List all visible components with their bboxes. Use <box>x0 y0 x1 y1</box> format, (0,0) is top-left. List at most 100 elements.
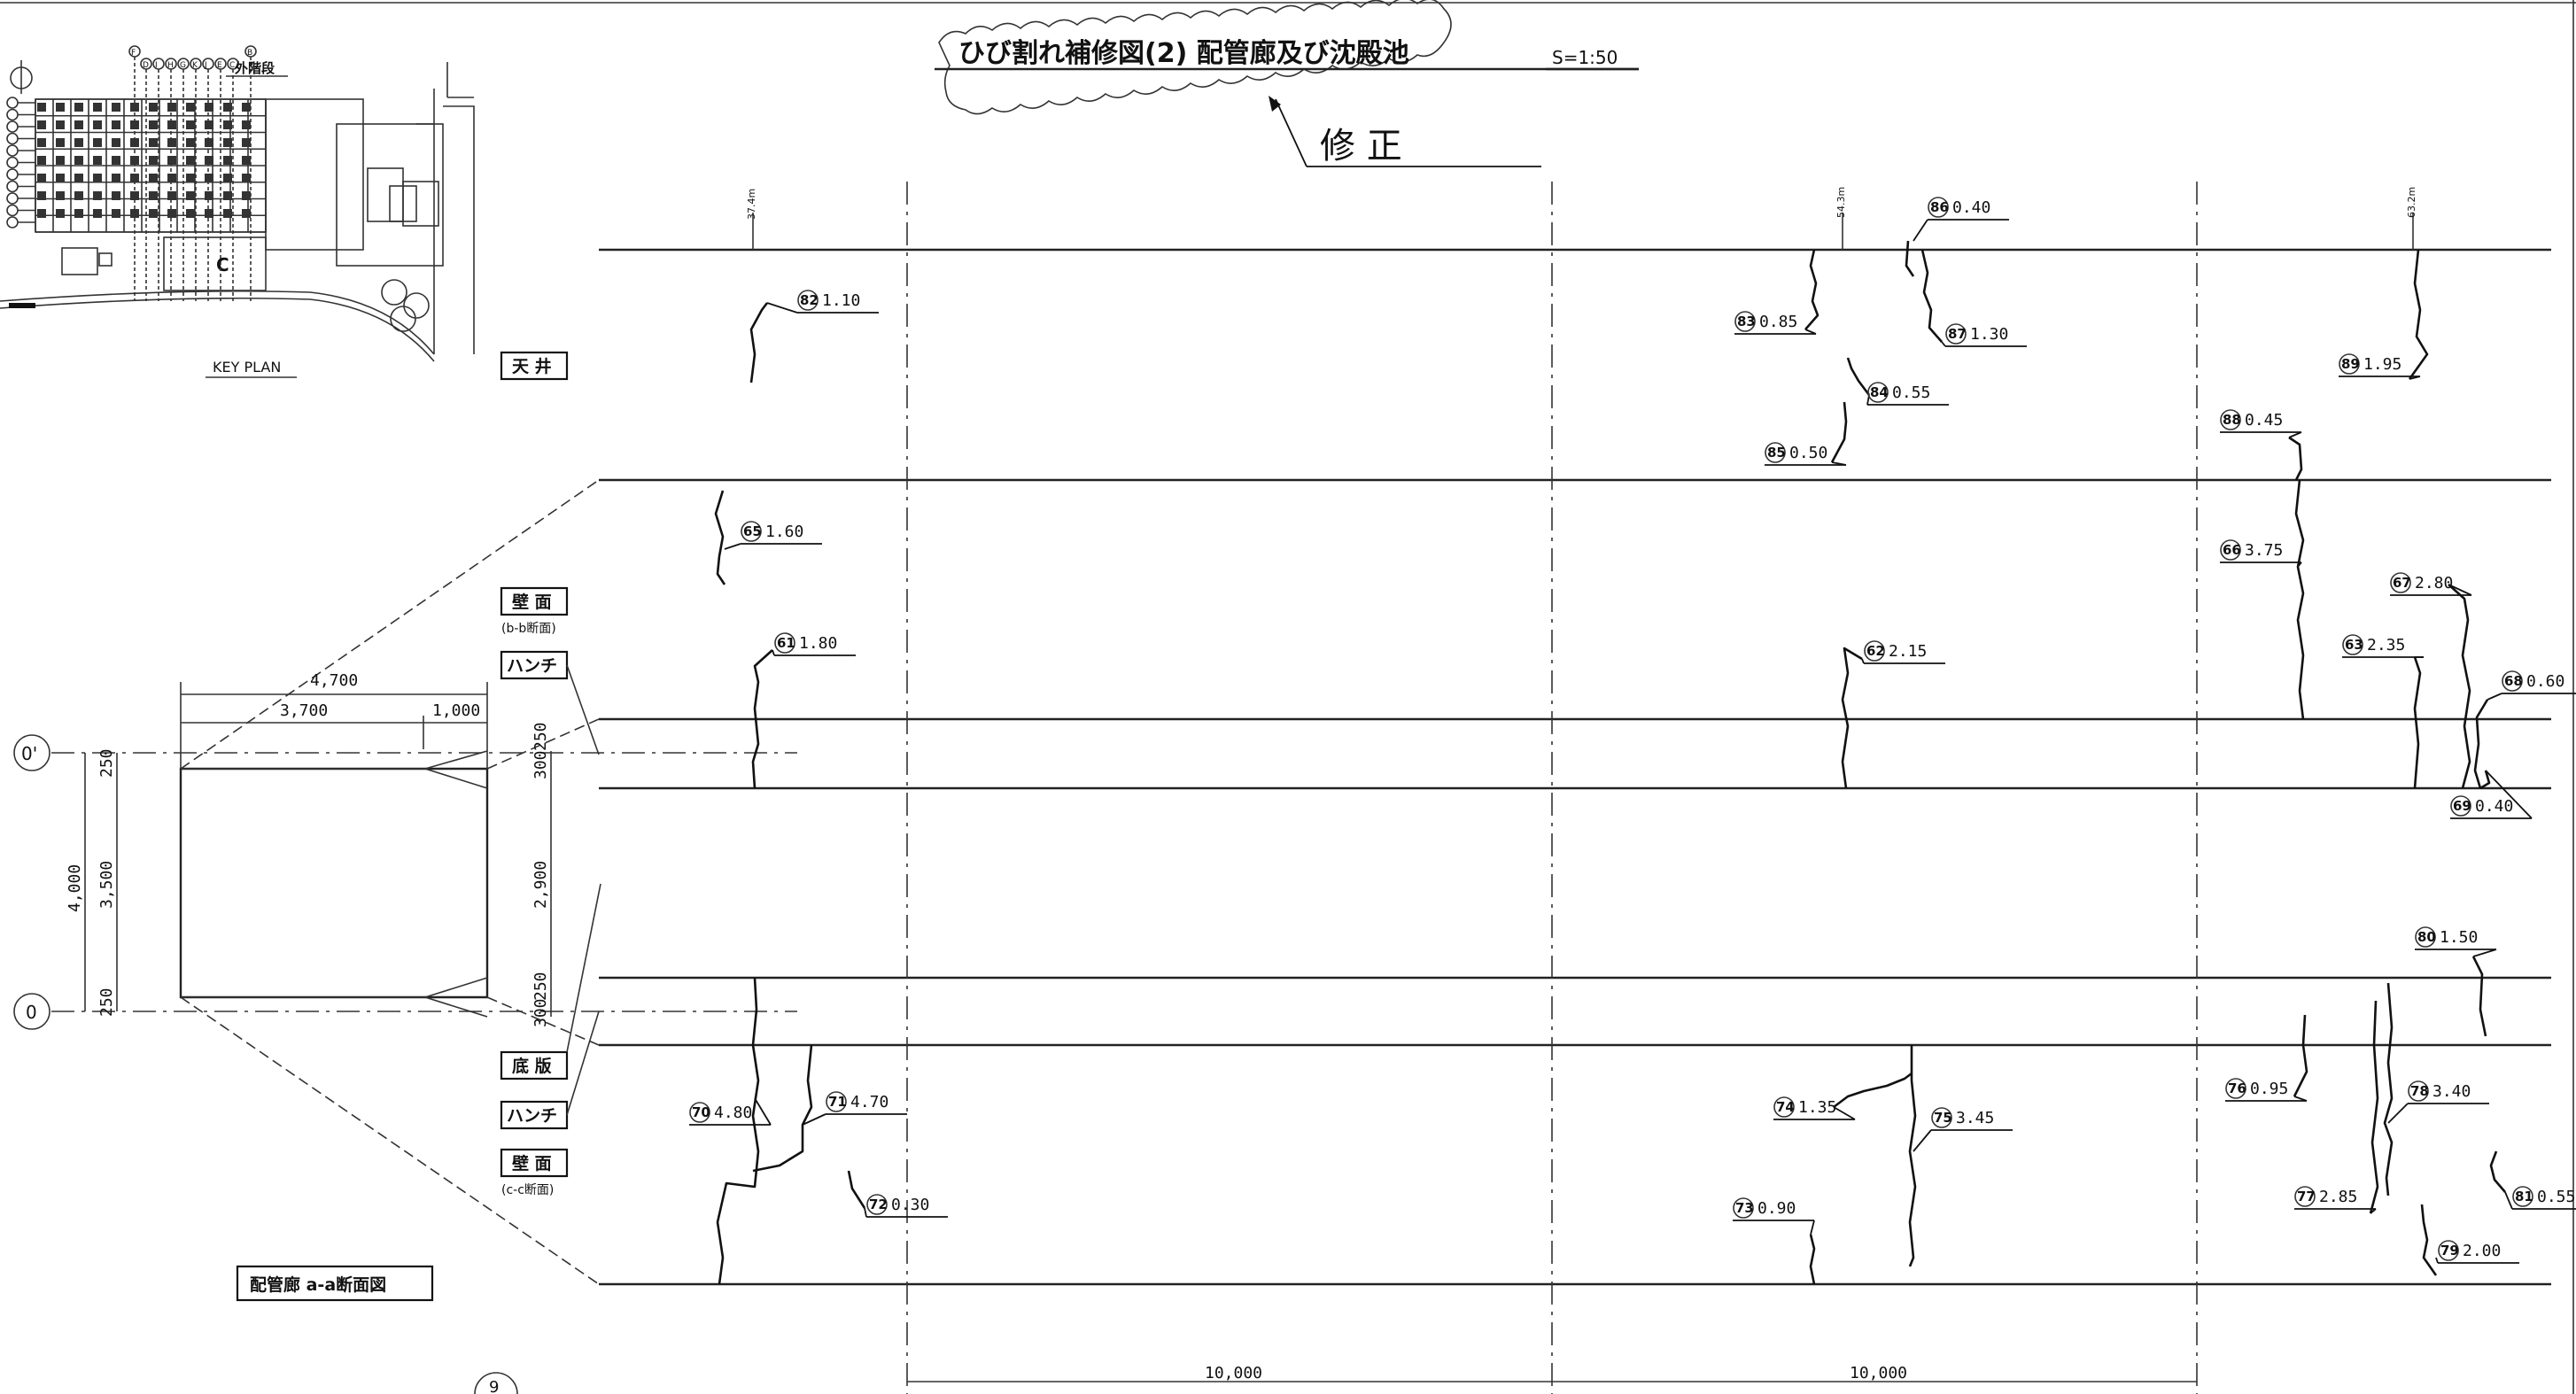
crack-line <box>847 1170 866 1209</box>
column-letter: D <box>143 61 149 70</box>
crack-line <box>1804 249 1819 330</box>
leader-line <box>2448 584 2472 596</box>
crack-number: 83 <box>1737 314 1756 329</box>
revision-note: 修 正 <box>1320 126 1402 167</box>
crack-line <box>2293 1014 2308 1097</box>
crack-number-circle <box>2339 353 2360 375</box>
crack-number: 72 <box>869 1197 888 1212</box>
crack-number-circle <box>2294 1186 2316 1207</box>
crack-width: 0.55 <box>1892 383 1930 402</box>
crack-line <box>2448 584 2471 789</box>
column-letter: B <box>247 49 252 58</box>
crack-number: 82 <box>800 292 819 308</box>
zone-wall-b: 壁 面 <box>512 592 552 612</box>
crack-line <box>2489 1150 2506 1193</box>
scale-label: S=1:50 <box>1552 47 1618 68</box>
crack-width: 1.60 <box>765 523 803 541</box>
crack-width: 2.00 <box>2463 1242 2501 1260</box>
crack-number: 87 <box>1948 326 1967 342</box>
crack-width: 0.45 <box>2245 411 2283 430</box>
crack-width: 0.90 <box>1757 1199 1796 1218</box>
leader-line <box>754 1097 772 1126</box>
crack-width: 2.85 <box>2319 1188 2357 1206</box>
crack-width: 0.50 <box>1789 444 1827 462</box>
leader-line <box>2288 431 2302 438</box>
leader-line <box>2487 693 2502 701</box>
crack-number-circle <box>2220 409 2241 430</box>
crack-number: 79 <box>2440 1243 2459 1258</box>
crack-line <box>714 490 726 585</box>
crack-width: 1.30 <box>1970 325 2008 344</box>
zone-haunch-lower: ハンチ <box>507 1106 557 1126</box>
column-letter: E <box>217 61 222 70</box>
crack-number: 76 <box>2228 1080 2246 1096</box>
leader-line <box>1833 1106 1856 1120</box>
leader-line <box>2504 1191 2513 1210</box>
crack-number-circle <box>774 632 795 654</box>
crack-number-circle <box>2408 1080 2429 1102</box>
crack-number-circle <box>797 290 819 311</box>
crack-width: 0.85 <box>1759 313 1797 331</box>
crack-line <box>1908 1045 1917 1267</box>
crack-number: 80 <box>2417 929 2436 945</box>
crack-number: 88 <box>2223 412 2241 428</box>
crack-number-circle <box>2438 1240 2459 1261</box>
section-caption: 配管廊 a-a断面図 <box>250 1274 386 1295</box>
crack-width: 1.95 <box>2363 355 2401 374</box>
leader-line <box>1913 219 1928 242</box>
crack-number-circle <box>741 521 762 542</box>
crack-number: 73 <box>1735 1200 1754 1216</box>
chainage-2: 54.3m <box>1835 187 1847 218</box>
zone-floor: 底 版 <box>512 1056 552 1076</box>
crack-number: 66 <box>2223 542 2241 558</box>
crack-width: 1.80 <box>799 634 837 653</box>
dim-right-300-bottom: 300 <box>531 998 550 1027</box>
leader-line <box>802 1113 826 1126</box>
dim-right-250-top: 250 <box>531 722 550 751</box>
crack-number: 75 <box>1934 1110 1952 1126</box>
crack-number-circle <box>2390 572 2411 593</box>
column-letter: H <box>167 61 174 70</box>
crack-line <box>1841 647 1863 789</box>
sheet-number: 9 <box>489 1378 499 1394</box>
crack-width: 2.15 <box>1889 642 1927 661</box>
crack-line <box>2471 956 2487 1037</box>
dim-3500: 3,500 <box>97 861 116 909</box>
crack-line <box>749 302 769 383</box>
crack-width: 0.55 <box>2537 1188 2575 1206</box>
chainage-1: 37.4m <box>746 189 757 220</box>
crack-width: 0.95 <box>2250 1080 2288 1098</box>
chainage-3: 63.2m <box>2406 187 2417 218</box>
crack-number: 61 <box>777 635 795 651</box>
crack-number-circle <box>1867 382 1889 403</box>
crack-width: 1.50 <box>2440 928 2478 947</box>
crack-number-circle <box>1928 197 1949 218</box>
crack-line <box>1905 240 1915 277</box>
crack-number: 69 <box>2453 798 2471 814</box>
crack-line <box>2288 436 2303 481</box>
crack-line <box>2473 699 2489 789</box>
crack-width: 0.40 <box>1952 198 1990 217</box>
drawing-title: ひび割れ補修図(2) 配管廊及び沈殿池 <box>958 38 1409 69</box>
crack-line <box>1830 401 1848 463</box>
crack-line <box>1809 1234 1816 1285</box>
crack-number: 74 <box>1776 1099 1795 1115</box>
crack-number: 68 <box>2504 673 2523 689</box>
